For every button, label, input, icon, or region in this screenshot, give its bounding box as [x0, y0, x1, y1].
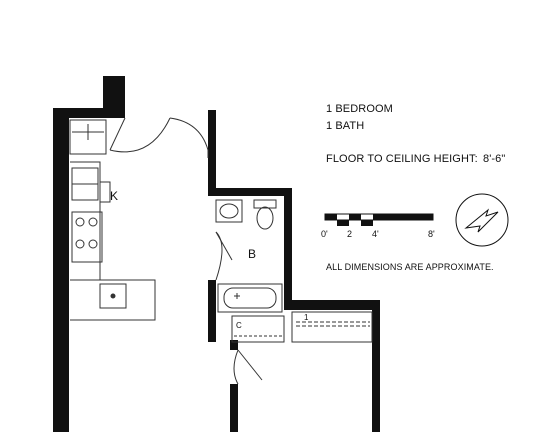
bedroom-count: 1 BEDROOM — [326, 103, 393, 115]
range-icon — [71, 211, 103, 263]
hall-door — [169, 117, 209, 158]
scale-tick-2: 2 — [347, 229, 352, 239]
entry-closet — [69, 119, 107, 155]
scale-bar: 0' 2 4' 8' — [321, 213, 435, 239]
scale-tick-0: 0' — [321, 229, 328, 239]
ceiling-height-value: 8'-6" — [483, 153, 506, 165]
scale-tick-4: 4' — [372, 229, 379, 239]
scale-tick-8: 8' — [428, 229, 435, 239]
closet-c — [231, 315, 285, 343]
room-label-kitchen: K — [110, 189, 118, 203]
kitchen-counter — [70, 161, 156, 321]
linen-closet — [291, 311, 373, 343]
closet-door — [233, 349, 263, 385]
north-arrow-icon — [455, 193, 509, 247]
entry-door — [109, 117, 171, 153]
bath-sink-icon — [215, 199, 243, 223]
toilet-icon — [253, 199, 277, 230]
room-label-linen: 1 — [304, 313, 309, 322]
bath-count: 1 BATH — [326, 120, 365, 132]
dimensions-disclaimer: ALL DIMENSIONS ARE APPROXIMATE. — [326, 262, 494, 272]
room-label-bath: B — [248, 247, 256, 261]
bath-door — [215, 231, 233, 281]
exterior-walls — [53, 76, 380, 432]
ceiling-height-label: FLOOR TO CEILING HEIGHT: — [326, 153, 478, 165]
bathtub-icon — [217, 283, 283, 313]
kitchen-sink-icon — [99, 283, 127, 309]
room-label-closet: C — [236, 321, 242, 330]
